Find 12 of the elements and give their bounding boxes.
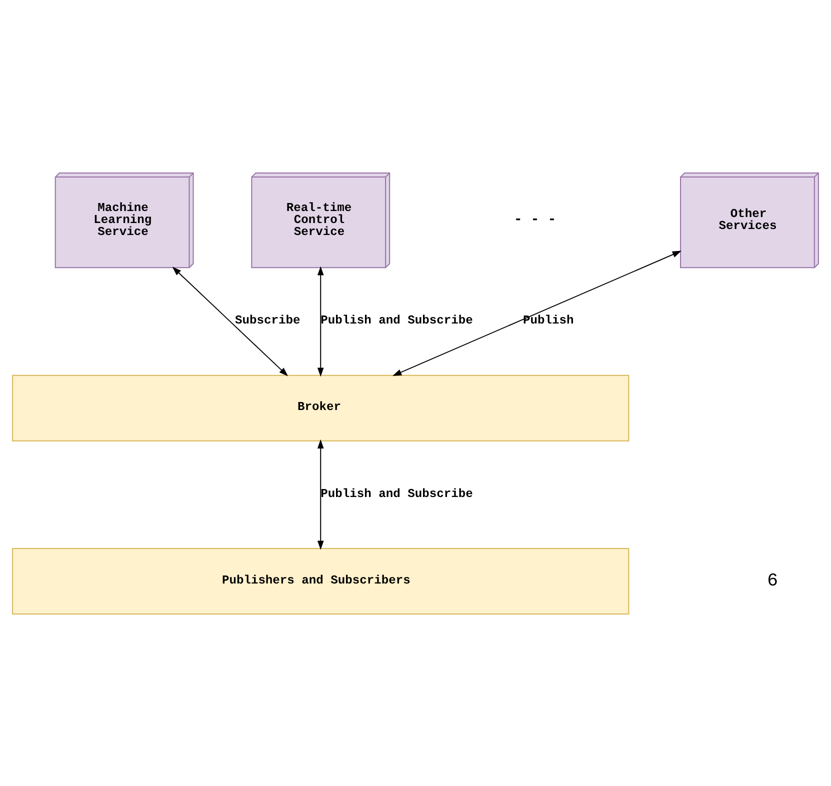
edge-label: Subscribe [235,313,300,328]
node-box: Publishers and Subscribers [12,548,630,614]
arrow [317,438,324,550]
arrow [317,266,324,376]
edge-label: Publish and Subscribe [320,313,473,328]
label: 6 [767,571,778,592]
edge-label: Publish [522,313,574,328]
label: - - - [514,212,556,228]
arrow [392,250,682,376]
edge-label: Publish and Subscribe [320,486,473,500]
node-box: Broker [12,374,630,441]
arrow [172,266,288,376]
